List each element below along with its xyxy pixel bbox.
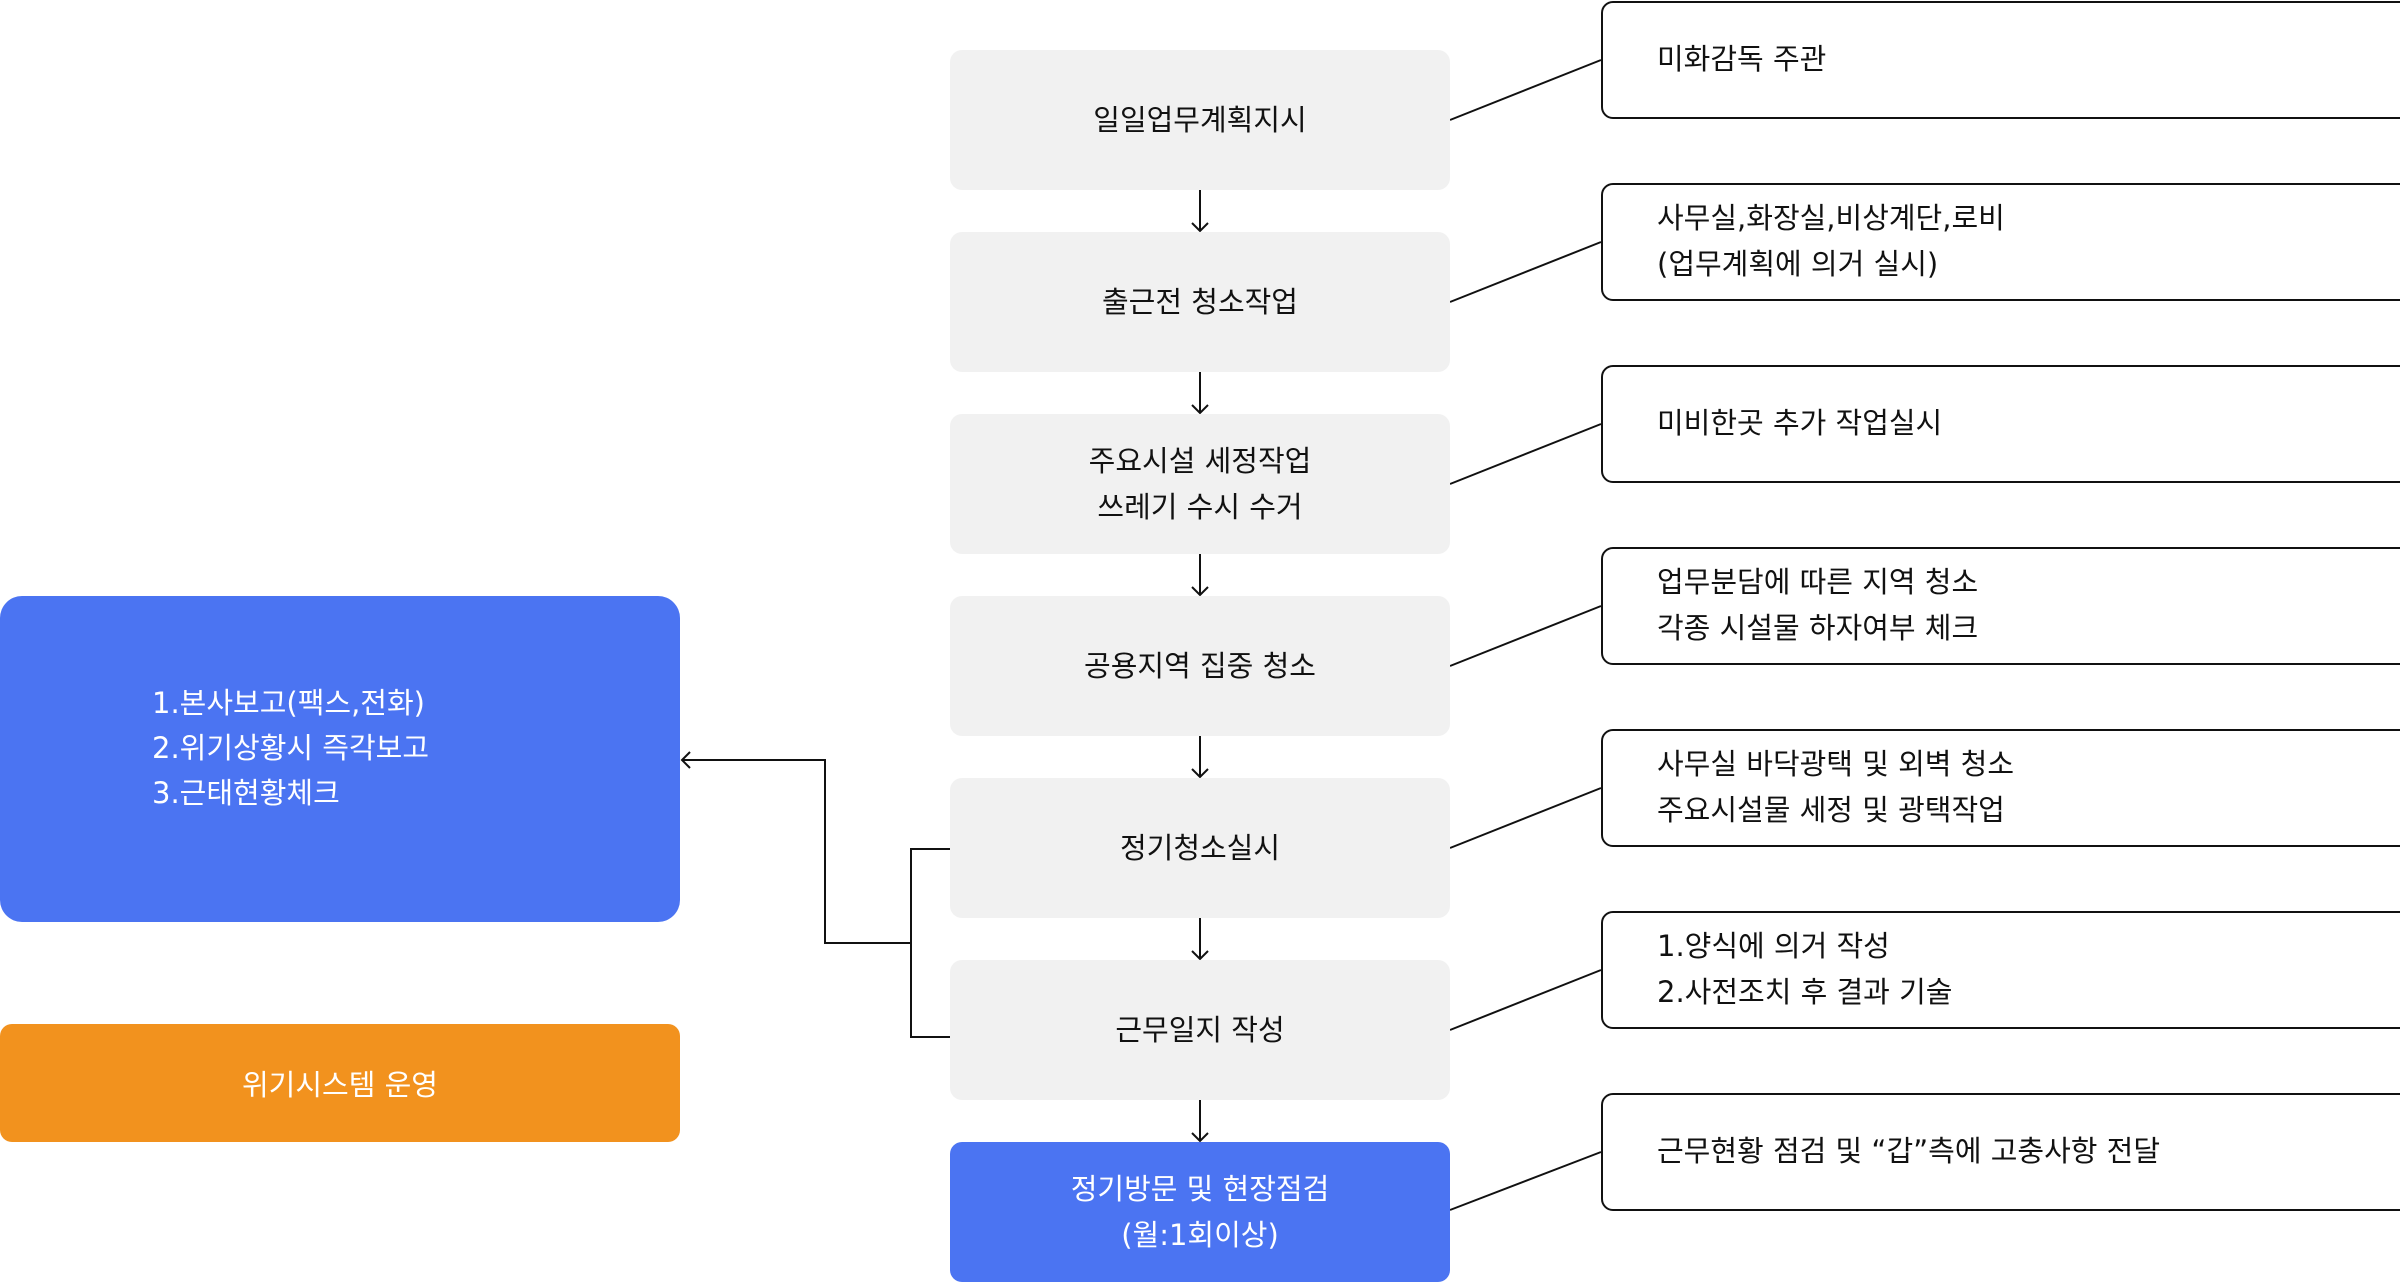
step-label: 근무일지 작성 bbox=[1115, 1013, 1285, 1047]
note-text: 미화감독 주관 bbox=[1657, 42, 1827, 76]
report-item: 3.근태현황체크 bbox=[152, 775, 340, 810]
note-supervision: 미화감독 주관 bbox=[1601, 1, 2400, 119]
crisis-system-box: 위기시스템 운영 bbox=[0, 1024, 680, 1142]
note-text: 사무실,화장실,비상계단,로비 bbox=[1657, 201, 2005, 235]
note-text: 1.양식에 의거 작성 bbox=[1657, 929, 1890, 963]
step-label: 쓰레기 수시 수거 bbox=[1097, 490, 1303, 524]
step-label: 일일업무계획지시 bbox=[1093, 103, 1307, 137]
note-cleaning-areas: 사무실,화장실,비상계단,로비 (업무계획에 의거 실시) bbox=[1601, 183, 2400, 301]
note-text: 미비한곳 추가 작업실시 bbox=[1657, 406, 1943, 440]
note-text: 업무분담에 따른 지역 청소 bbox=[1657, 565, 1979, 599]
step-label: 출근전 청소작업 bbox=[1102, 285, 1298, 319]
step-pre-work-cleaning: 출근전 청소작업 bbox=[950, 232, 1450, 372]
report-item: 2.위기상황시 즉각보고 bbox=[152, 730, 430, 765]
step-common-area-cleaning: 공용지역 집중 청소 bbox=[950, 596, 1450, 736]
note-area-assignment: 업무분담에 따른 지역 청소 각종 시설물 하자여부 체크 bbox=[1601, 547, 2400, 665]
step-regular-cleaning: 정기청소실시 bbox=[950, 778, 1450, 918]
note-text: 각종 시설물 하자여부 체크 bbox=[1657, 611, 1979, 645]
note-connectors bbox=[1449, 59, 1602, 1211]
note-text: (업무계획에 의거 실시) bbox=[1657, 247, 1939, 281]
step-label: (월:1회이상) bbox=[1121, 1218, 1279, 1252]
step-label: 정기방문 및 현장점검 bbox=[1070, 1172, 1330, 1206]
note-polishing: 사무실 바닥광택 및 외벽 청소 주요시설물 세정 및 광택작업 bbox=[1601, 729, 2400, 847]
step-main-facility-washing: 주요시설 세정작업 쓰레기 수시 수거 bbox=[950, 414, 1450, 554]
report-bracket bbox=[680, 751, 950, 1038]
crisis-system-label: 위기시스템 운영 bbox=[242, 1068, 438, 1102]
note-text: 근무현황 점검 및 “갑”측에 고충사항 전달 bbox=[1657, 1134, 2161, 1168]
note-text: 2.사전조치 후 결과 기술 bbox=[1657, 975, 1953, 1009]
step-work-log: 근무일지 작성 bbox=[950, 960, 1450, 1100]
step-label: 주요시설 세정작업 bbox=[1088, 444, 1312, 478]
step-label: 공용지역 집중 청소 bbox=[1084, 649, 1316, 683]
step-daily-plan: 일일업무계획지시 bbox=[950, 50, 1450, 190]
note-log-format: 1.양식에 의거 작성 2.사전조치 후 결과 기술 bbox=[1601, 911, 2400, 1029]
report-box: 1.본사보고(팩스,전화) 2.위기상황시 즉각보고 3.근태현황체크 bbox=[0, 596, 680, 922]
report-item: 1.본사보고(팩스,전화) bbox=[152, 685, 425, 720]
step-label: 정기청소실시 bbox=[1119, 831, 1281, 865]
note-text: 사무실 바닥광택 및 외벽 청소 bbox=[1657, 747, 2015, 781]
note-additional-work: 미비한곳 추가 작업실시 bbox=[1601, 365, 2400, 483]
note-text: 주요시설물 세정 및 광택작업 bbox=[1657, 793, 2005, 827]
step-site-inspection: 정기방문 및 현장점검 (월:1회이상) bbox=[950, 1142, 1450, 1282]
note-status-check: 근무현황 점검 및 “갑”측에 고충사항 전달 bbox=[1601, 1093, 2400, 1211]
